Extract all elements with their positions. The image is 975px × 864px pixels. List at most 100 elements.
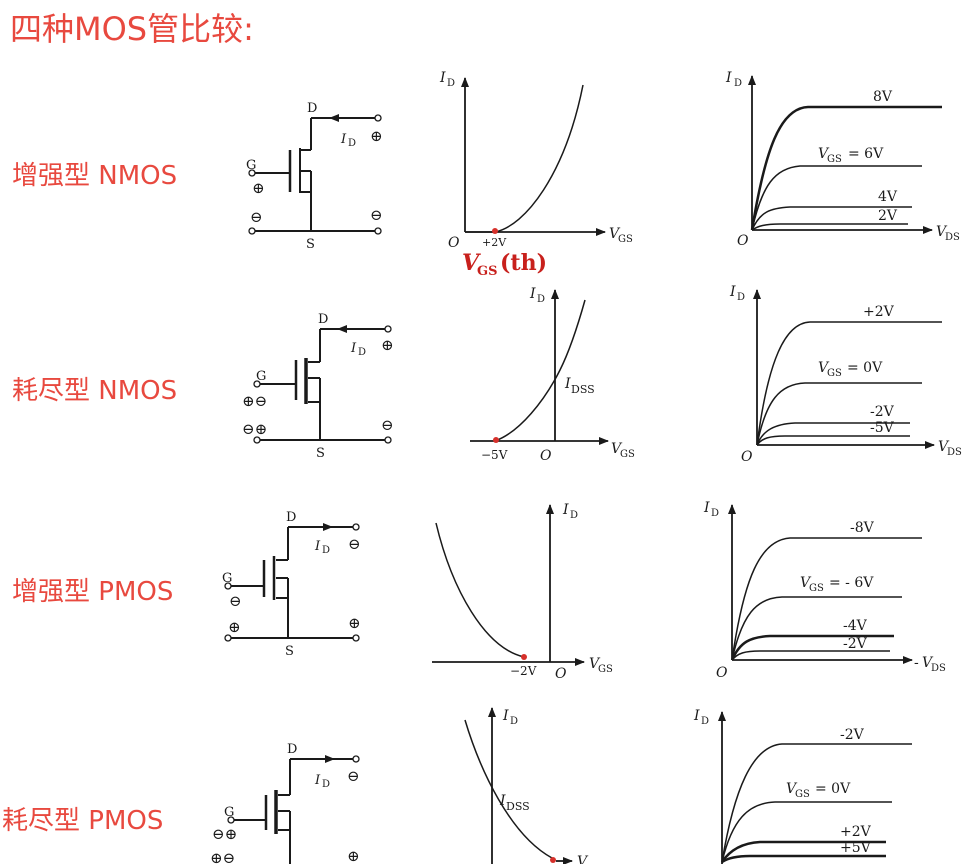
vth-value: +2V — [482, 236, 507, 249]
x-axis-sub: DS — [931, 663, 946, 674]
output-enh-pmos: I D - V DS O -8V V GS = - 6V -4V -2V — [703, 500, 946, 681]
y-axis-symbol: I — [562, 502, 569, 518]
idss-symbol: I — [499, 793, 506, 809]
sign-drain: ⊕ — [370, 127, 383, 145]
id-sub: D — [348, 138, 356, 149]
row-label-dep-pmos: 耗尽型 PMOS — [2, 806, 164, 836]
x-axis-symbol: V — [936, 224, 948, 240]
id-label: I — [314, 539, 321, 554]
sign-src: ⊕ — [348, 614, 361, 632]
vgs-symbol: V — [786, 781, 798, 797]
curve-label-3: -4V — [843, 618, 868, 634]
drain-label: D — [287, 742, 297, 757]
drain-label: D — [286, 510, 296, 525]
sign-src: ⊖ — [381, 416, 394, 434]
x-axis-sub: DS — [945, 232, 960, 243]
sign-drain: ⊖ — [348, 535, 361, 553]
sign-gate: ⊕ — [252, 179, 265, 197]
vgs-sub: GS — [795, 789, 810, 800]
x-axis-sub: DS — [947, 447, 962, 458]
vth-symbol: V — [462, 250, 481, 276]
x-axis-symbol: V — [589, 656, 601, 672]
circuit-enh-pmos-labels: D S G I D ⊖ ⊖ ⊕ ⊕ — [222, 510, 361, 659]
y-axis-sub: D — [737, 292, 745, 303]
x-axis-symbol: V — [609, 226, 621, 242]
curve-label-2: = 0V — [815, 781, 851, 797]
source-label: S — [285, 644, 294, 659]
vgs-symbol: V — [818, 146, 830, 162]
curve-label-4: +5V — [840, 840, 872, 856]
curve-label-2: = 0V — [847, 360, 883, 376]
y-axis-symbol: I — [725, 70, 732, 86]
drain-label: D — [318, 312, 328, 327]
row-label-enh-nmos: 增强型 NMOS — [12, 161, 178, 191]
y-axis-sub: D — [701, 716, 709, 727]
sign-src: ⊖ — [370, 206, 383, 224]
curve-label-3: 4V — [878, 189, 898, 205]
gate-label: G — [256, 369, 266, 384]
output-enh-nmos: I D V DS O 8V V GS = 6V 4V 2V — [725, 70, 960, 249]
sign-src: ⊕ — [347, 847, 360, 864]
curve-label-4: -2V — [843, 636, 868, 652]
idss-sub: DSS — [571, 383, 595, 396]
vgs-sub: GS — [827, 154, 842, 165]
curve-label-3: -2V — [870, 404, 895, 420]
gate-label: G — [222, 571, 232, 586]
page-title: 四种MOS管比较: — [10, 10, 254, 48]
curve-label-2: = - 6V — [829, 575, 874, 591]
y-axis-symbol: I — [439, 70, 446, 86]
sign-gate-src: ⊖ — [250, 208, 263, 226]
sign-gate-src: ⊖⊕ — [242, 420, 267, 438]
sign-gate-src: ⊕⊖ — [210, 849, 235, 864]
vgs-sub: GS — [827, 368, 842, 379]
sign-gate: ⊖⊕ — [212, 825, 237, 843]
gate-label: G — [224, 805, 234, 820]
circuit-enh-pmos — [224, 523, 360, 642]
id-sub: D — [322, 779, 330, 790]
transfer-dep-nmos: I D V GS O −5V I DSS — [470, 286, 635, 464]
y-axis-sub: D — [570, 510, 578, 521]
x-axis-symbol: V — [922, 655, 934, 671]
source-label: S — [306, 237, 315, 252]
row-label-dep-nmos: 耗尽型 NMOS — [12, 376, 178, 406]
row-label-enh-pmos: 增强型 PMOS — [12, 577, 174, 607]
circuit-enh-nmos — [248, 114, 382, 235]
gate-label: G — [246, 158, 256, 173]
curve-label-2: = 6V — [848, 146, 884, 162]
x-axis-symbol: V — [938, 439, 950, 455]
vth-sub: GS — [477, 264, 498, 279]
y-axis-sub: D — [447, 78, 455, 89]
origin-label: O — [540, 448, 552, 464]
x-axis-sub: GS — [620, 449, 635, 460]
id-label: I — [314, 773, 321, 788]
sign-gate: ⊖ — [229, 592, 242, 610]
id-label: I — [350, 341, 357, 356]
output-dep-pmos: I D -2V V GS = 0V +2V +5V — [693, 708, 912, 864]
x-axis-symbol: V — [611, 441, 623, 457]
vth-value: −2V — [510, 664, 537, 678]
id-label: I — [340, 132, 347, 147]
id-sub: D — [322, 545, 330, 556]
y-axis-sub: D — [734, 78, 742, 89]
x-axis-symbol: V — [577, 854, 589, 864]
sign-drain: ⊖ — [347, 767, 360, 785]
origin-label: O — [448, 235, 460, 251]
curve-label-1: 8V — [873, 89, 893, 105]
sign-gate-src: ⊕ — [228, 618, 241, 636]
vgs-sub: GS — [809, 583, 824, 594]
pinchoff-point — [550, 857, 556, 863]
curve-label-4: -5V — [870, 420, 895, 436]
y-axis-symbol: I — [502, 708, 509, 724]
circuit-dep-nmos-labels: D S G I D ⊕ ⊕⊖ ⊖⊕ ⊖ — [242, 312, 394, 461]
circuit-enh-nmos-labels: D S G I D ⊕ ⊕ ⊖ ⊖ — [246, 101, 383, 252]
vp-value: −5V — [481, 448, 508, 462]
y-axis-sub: D — [537, 294, 545, 305]
transfer-dep-pmos: I D I DSS V — [464, 707, 589, 864]
drain-label: D — [307, 101, 317, 116]
vgs-symbol: V — [800, 575, 812, 591]
transfer-enh-nmos: I D V GS O +2V V GS (th) — [439, 70, 633, 279]
vth-suffix: (th) — [500, 250, 547, 276]
curve-label-3: +2V — [840, 824, 872, 840]
idss-symbol: I — [564, 376, 571, 392]
